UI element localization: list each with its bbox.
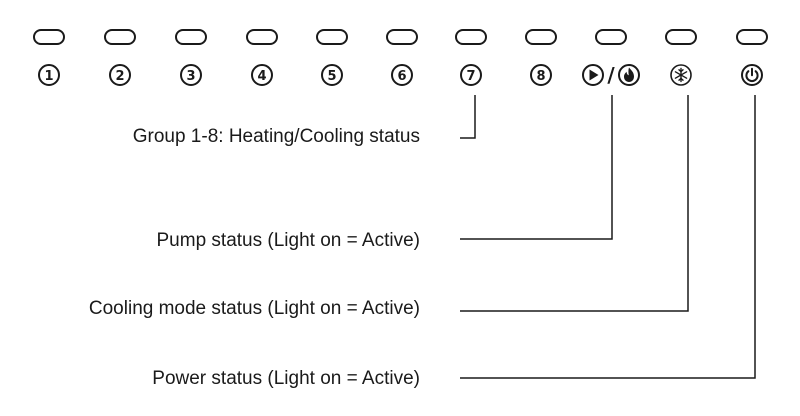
snowflake-icon — [670, 64, 692, 86]
play-circle-icon — [582, 64, 604, 86]
group-number-5-label: 5 — [327, 69, 336, 84]
leader-line-cooling — [460, 95, 689, 312]
group-number-7-label: 7 — [466, 69, 475, 84]
group-number-2: 2 — [109, 64, 131, 86]
pump-heating-icons: / — [582, 63, 640, 87]
group-number-1: 1 — [38, 64, 60, 86]
label-cooling: Cooling mode status (Light on = Active) — [89, 298, 420, 319]
led-group-5 — [316, 29, 348, 45]
led-pump-heating — [595, 29, 627, 45]
led-cooling — [665, 29, 697, 45]
pump-heating-separator: / — [607, 63, 615, 87]
led-group-3 — [175, 29, 207, 45]
group-number-6: 6 — [391, 64, 413, 86]
group-number-3-label: 3 — [186, 69, 195, 84]
group-number-1-label: 1 — [44, 69, 53, 84]
flame-icon — [618, 64, 640, 86]
led-group-8 — [525, 29, 557, 45]
led-group-7 — [455, 29, 487, 45]
group-number-7: 7 — [460, 64, 482, 86]
group-numbers: 1 2 3 4 5 6 7 8 — [38, 64, 552, 86]
label-pump: Pump status (Light on = Active) — [157, 230, 421, 251]
group-number-3: 3 — [180, 64, 202, 86]
group-number-8: 8 — [530, 64, 552, 86]
led-power — [736, 29, 768, 45]
led-group-1 — [33, 29, 65, 45]
label-groups: Group 1-8: Heating/Cooling status — [133, 126, 420, 147]
power-icon — [741, 64, 763, 86]
leader-line-power — [460, 95, 756, 379]
group-number-4-label: 4 — [257, 69, 266, 84]
led-row — [33, 29, 768, 45]
group-number-4: 4 — [251, 64, 273, 86]
group-number-6-label: 6 — [397, 69, 406, 84]
group-number-8-label: 8 — [536, 69, 545, 84]
led-group-4 — [246, 29, 278, 45]
led-group-2 — [104, 29, 136, 45]
led-group-6 — [386, 29, 418, 45]
leader-line-groups — [460, 95, 476, 139]
label-power: Power status (Light on = Active) — [152, 368, 420, 389]
group-number-2-label: 2 — [115, 69, 124, 84]
group-number-5: 5 — [321, 64, 343, 86]
leader-line-pump — [460, 95, 613, 240]
